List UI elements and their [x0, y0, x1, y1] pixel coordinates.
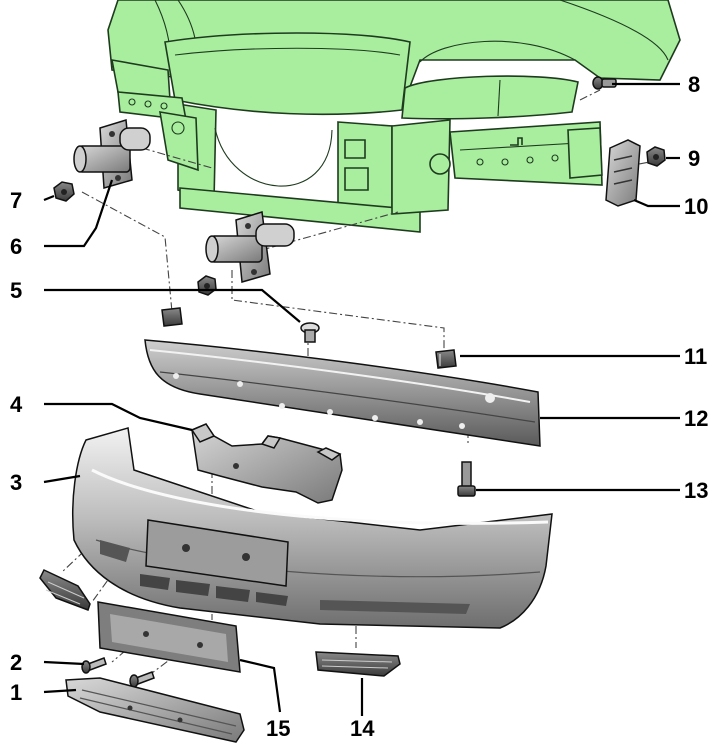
- nut-small: [197, 275, 217, 296]
- screw-2: [81, 657, 107, 674]
- screw-8: [592, 76, 617, 90]
- callout-6: 6: [10, 234, 22, 259]
- energy-absorber-4: [190, 423, 343, 504]
- license-plate-bracket-15: [97, 601, 241, 673]
- clip-left: [161, 307, 183, 327]
- leader-lines: [43, 82, 680, 716]
- callout-13: 13: [684, 478, 708, 503]
- callout-7: 7: [10, 188, 22, 213]
- nut-9: [646, 146, 666, 167]
- callout-15: 15: [266, 716, 290, 741]
- callout-14: 14: [350, 716, 375, 741]
- clip-11: [435, 349, 457, 369]
- clip-5: [300, 322, 320, 343]
- callout-3: 3: [10, 470, 22, 495]
- impact-absorber-right: [205, 211, 295, 283]
- lower-grille-1: [65, 677, 245, 743]
- callout-1: 1: [10, 680, 22, 705]
- fog-lamp-grille-right: [315, 651, 401, 677]
- callout-5: 5: [10, 278, 22, 303]
- impact-absorber-left: [73, 119, 151, 189]
- bracket-10: [605, 139, 641, 207]
- callout-8: 8: [688, 72, 700, 97]
- fog-lamp-grille-left: [39, 569, 91, 611]
- callout-9: 9: [688, 146, 700, 171]
- car-front-body: [107, 0, 681, 233]
- callout-12: 12: [684, 406, 708, 431]
- bumper-beam-12: [144, 339, 541, 447]
- callout-labels: 1 2 3 4 5 6 7 8 9 10 11 12 13 14 15: [10, 72, 708, 741]
- nut-7: [53, 181, 75, 202]
- callout-11: 11: [684, 344, 707, 369]
- bolt-13: [457, 461, 476, 497]
- callout-2: 2: [10, 650, 22, 675]
- bumper-cover-3: [72, 427, 553, 629]
- callout-10: 10: [684, 194, 708, 219]
- screw-2b: [129, 671, 155, 688]
- callout-4: 4: [10, 392, 23, 417]
